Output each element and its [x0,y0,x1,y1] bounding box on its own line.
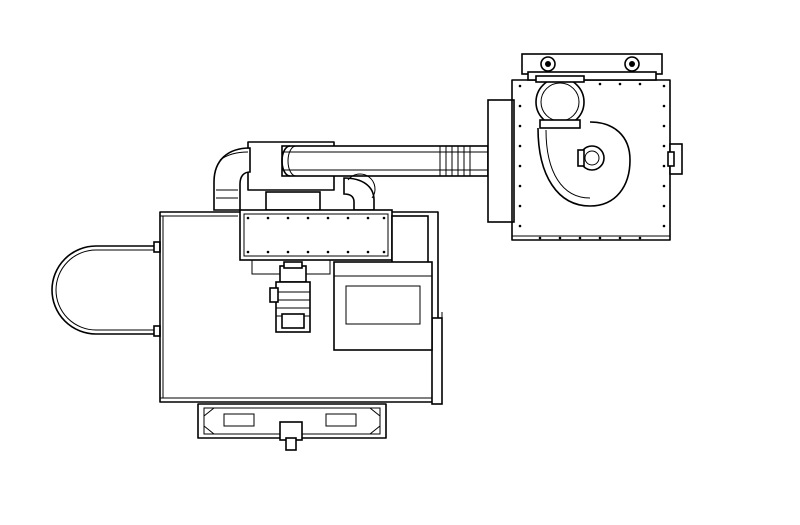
blower-box [487,53,683,241]
base-frame [197,403,387,451]
blower-fan [535,75,631,207]
motor [269,261,311,333]
control-panel [239,209,433,351]
dome-hood [51,241,161,337]
transfer-duct [213,141,489,211]
